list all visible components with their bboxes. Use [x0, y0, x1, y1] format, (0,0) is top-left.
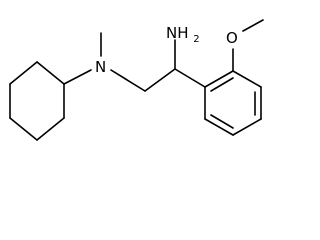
cyclohexane-ring [9, 61, 65, 141]
bond-ch-to-ring [174, 68, 206, 88]
structure-canvas: N NH 2 O [9, 19, 264, 141]
bond-benzene-5 [204, 118, 234, 136]
amine-label: NH 2 [166, 24, 200, 45]
bond-benzene-4 [232, 118, 262, 136]
bond-benzene-1 [204, 70, 234, 88]
bond-ch2-to-ch [144, 68, 176, 92]
double-bond-benzene-1 [210, 77, 234, 92]
oxygen-label: O [226, 29, 238, 47]
amine-main-text: NH [166, 24, 189, 42]
bond-ring-to-n [63, 69, 92, 85]
amine-subscript: 2 [193, 34, 199, 45]
bond-n-to-ch2 [110, 69, 146, 92]
bond-cyclohexane-4 [36, 117, 65, 141]
bond-benzene-2 [232, 70, 262, 88]
chemical-structure: N NH 2 O [9, 19, 264, 141]
bond-cyclohexane-1 [9, 61, 38, 85]
bond-oxygen-methyl [242, 19, 264, 32]
nitrogen-label: N [95, 58, 106, 76]
double-bond-benzene-3 [210, 114, 234, 129]
bond-cyclohexane-5 [9, 117, 38, 141]
benzene-ring [204, 70, 262, 136]
bond-cyclohexane-2 [36, 61, 65, 85]
